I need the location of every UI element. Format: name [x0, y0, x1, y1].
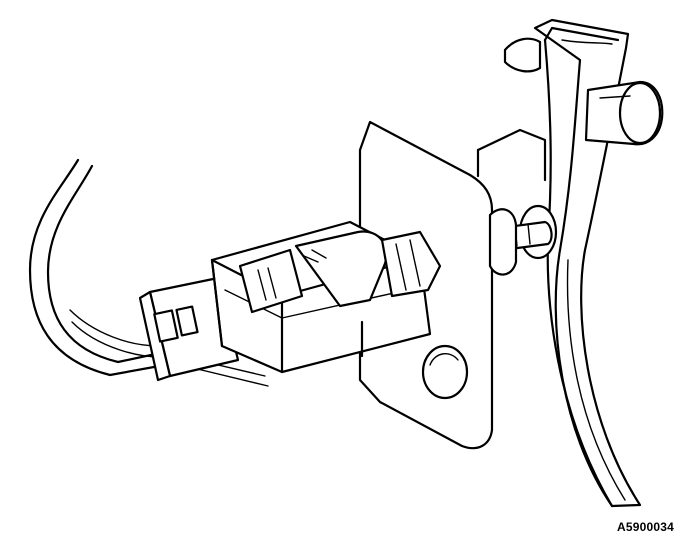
pedal-pin [503, 37, 664, 146]
switch-plunger [488, 204, 558, 276]
figure-id-label: A5900034 [617, 520, 674, 534]
electrical-connector [138, 220, 442, 382]
